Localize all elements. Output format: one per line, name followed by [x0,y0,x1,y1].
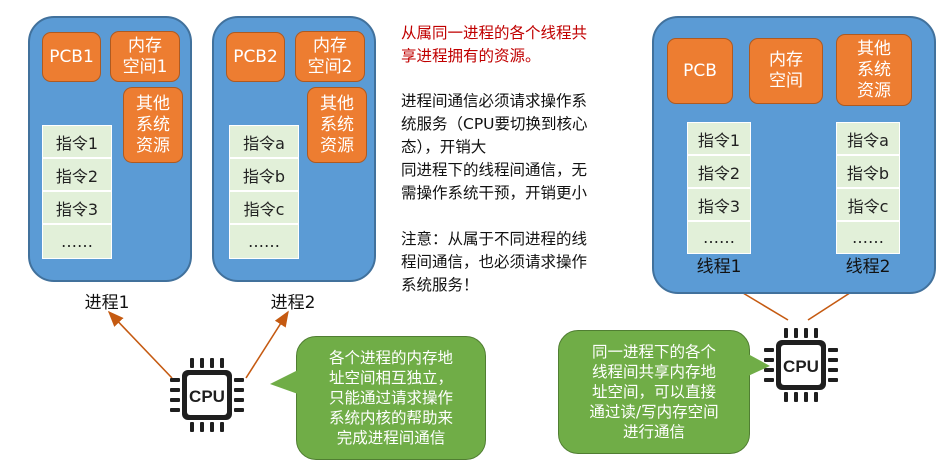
instruction-3: 指令3 [687,188,751,221]
memory-space-block: 内存 空间 [749,38,823,104]
process1-label: 进程1 [84,293,130,313]
instruction-c: 指令c [836,188,900,221]
thread1-instruction-list: 指令1 指令2 指令3 …… [687,122,751,254]
thread2-instruction-list: 指令a 指令b 指令c …… [836,122,900,254]
instruction-b: 指令b [229,158,299,191]
instruction-c: 指令c [229,191,299,224]
instruction-b: 指令b [836,155,900,188]
thread1-label: 线程1 [696,257,742,277]
cross-process-thread-note: 注意：从属于不同进程的线 程间通信，也必须请求操作 系统服务！ [401,230,588,294]
instruction-ellipsis: …… [42,224,112,259]
instruction-2: 指令2 [42,158,112,191]
instruction-ellipsis: …… [836,221,900,254]
cpu-label-right: CPU [783,357,819,376]
right-explanation-bubble: 同一进程下的各个 线程间共享内存地 址空间，可以直接 通过读/写内存空间 进行通… [558,330,750,454]
instruction-ellipsis: …… [229,224,299,259]
arrow-cpu-to-process2 [245,310,289,379]
other-resources-block-2: 其他 系统 资源 [307,87,367,163]
shared-resources-note: 从属同一进程的各个线程共 享进程拥有的资源。 [401,24,588,65]
left-explanation-bubble: 各个进程的内存地 址空间相互独立， 只能通过请求操作 系统内核的帮助来 完成进程… [296,336,486,460]
left-bubble-tail [270,370,298,394]
instruction-a: 指令a [229,125,299,158]
process2-instruction-list: 指令a 指令b 指令c …… [229,125,299,259]
instruction-3: 指令3 [42,191,112,224]
memory-space1-block: 内存 空间1 [110,31,180,82]
instruction-ellipsis: …… [687,221,751,254]
ipc-cost-note: 进程间通信必须请求操作系 统服务（CPU要切换到核心 态），开销大 同进程下的线… [401,92,588,202]
arrow-cpu-to-process1 [107,310,173,379]
process1-instruction-list: 指令1 指令2 指令3 …… [42,125,112,259]
instruction-1: 指令1 [42,125,112,158]
cpu-chip-icon-right: CPU [764,328,838,402]
cpu-chip-icon-left: CPU [170,358,244,432]
memory-space2-block: 内存 空间2 [295,31,365,82]
instruction-1: 指令1 [687,122,751,155]
instruction-2: 指令2 [687,155,751,188]
other-resources-block-right: 其他 系统 资源 [836,34,912,106]
right-bubble-tail [748,354,770,376]
cpu-label-left: CPU [189,387,225,406]
pcb1-block: PCB1 [42,32,101,82]
other-resources-block-1: 其他 系统 资源 [123,87,183,163]
instruction-a: 指令a [836,122,900,155]
pcb-block: PCB [667,38,733,104]
thread2-label: 线程2 [845,257,891,277]
pcb2-block: PCB2 [226,32,285,82]
process2-label: 进程2 [270,293,316,313]
